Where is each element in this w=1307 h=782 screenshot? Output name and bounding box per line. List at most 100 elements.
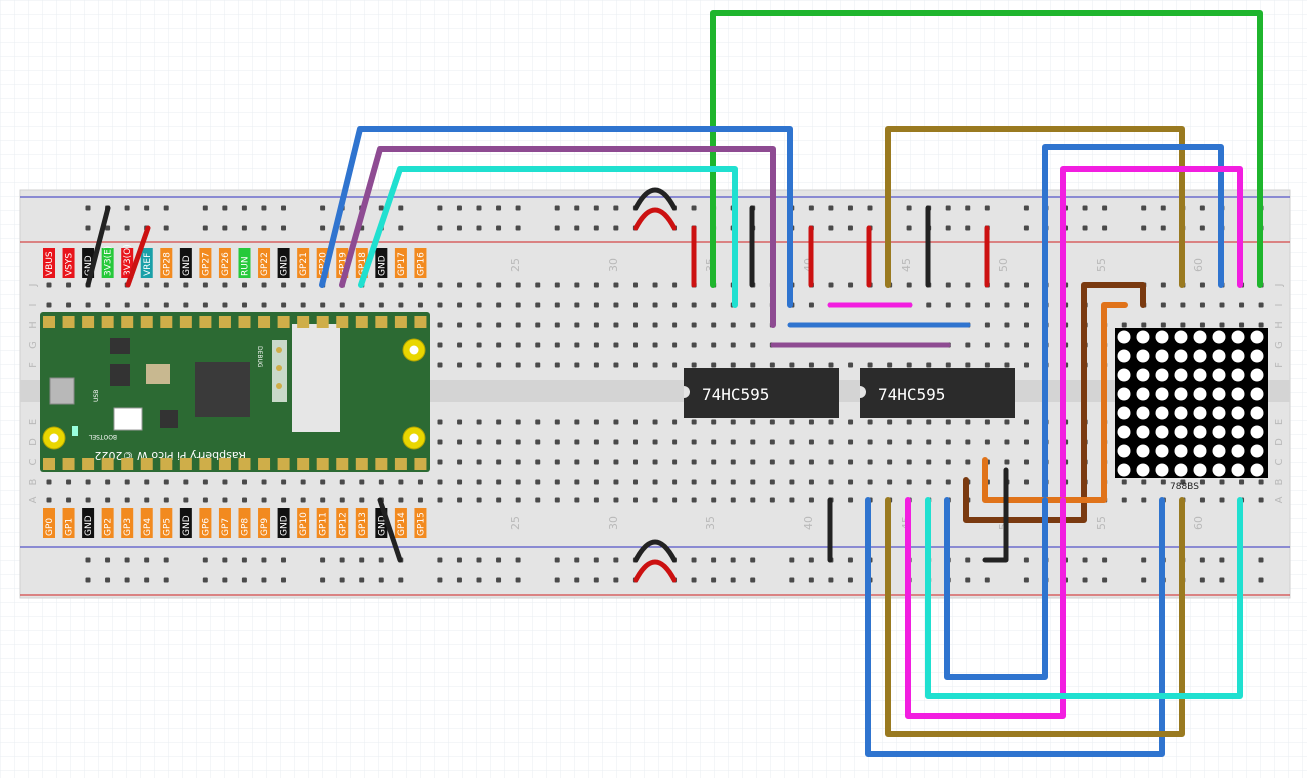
pico-pin-label-bg xyxy=(160,508,173,538)
led-dot xyxy=(1136,330,1150,344)
breadboard-hole xyxy=(789,479,795,485)
rail-hole xyxy=(847,205,853,211)
breadboard-hole xyxy=(1004,282,1010,288)
mount-hole-center xyxy=(49,433,59,443)
rail-hole xyxy=(496,225,502,231)
rail-hole xyxy=(222,205,228,211)
row-label: H xyxy=(28,321,39,329)
rail-hole xyxy=(281,205,286,211)
pico-pin-label-bg xyxy=(140,508,153,538)
breadboard-hole xyxy=(515,479,521,485)
rail-hole xyxy=(339,557,345,563)
pico-pin-pad xyxy=(62,316,75,328)
led-dot xyxy=(1250,406,1264,420)
breadboard-hole xyxy=(613,362,619,368)
breadboard-hole xyxy=(261,282,267,288)
led-dot xyxy=(1193,444,1207,458)
shift-register-1[interactable]: 74HC595 xyxy=(684,368,839,418)
breadboard-hole xyxy=(965,342,971,348)
wire-brown xyxy=(963,282,1146,523)
breadboard-hole xyxy=(1024,282,1029,288)
rail-hole xyxy=(613,205,619,211)
breadboard-hole xyxy=(496,322,502,328)
pico-pin-label-bg xyxy=(258,508,271,538)
led-dot xyxy=(1117,406,1131,420)
breadboard-hole xyxy=(535,479,541,485)
breadboard-hole xyxy=(554,479,560,485)
row-label: J xyxy=(1274,284,1285,288)
rail-hole xyxy=(261,557,267,563)
breadboard-hole xyxy=(535,302,541,308)
pico-pin-label-bg xyxy=(218,248,231,278)
rail-hole xyxy=(1082,205,1088,211)
breadboard-hole xyxy=(691,439,697,445)
breadboard-hole xyxy=(496,362,502,368)
breadboard-hole xyxy=(476,497,482,503)
breadboard-hole xyxy=(867,459,873,465)
breadboard-hole xyxy=(652,479,658,485)
breadboard-hole xyxy=(652,419,658,425)
breadboard-hole xyxy=(652,459,658,465)
rail-hole xyxy=(730,577,736,583)
breadboard-hole xyxy=(1199,322,1205,328)
breadboard-hole xyxy=(887,362,893,368)
breadboard-hole xyxy=(437,419,443,425)
breadboard-hole xyxy=(144,479,150,485)
breadboard-hole xyxy=(1258,322,1264,328)
wire-black xyxy=(633,539,677,563)
rail-hole xyxy=(241,225,247,231)
breadboard-hole xyxy=(457,439,463,445)
column-label: 60 xyxy=(1192,258,1205,272)
rail-hole xyxy=(515,225,521,231)
breadboard-hole xyxy=(672,342,678,348)
breadboard-hole xyxy=(66,497,72,503)
row-label: E xyxy=(1274,419,1285,425)
rail-hole xyxy=(1141,225,1147,231)
breadboard-hole xyxy=(183,282,189,288)
pico-pin-label-bg xyxy=(277,248,290,278)
rail-hole xyxy=(339,225,345,231)
breadboard-hole xyxy=(906,362,912,368)
breadboard-hole xyxy=(574,497,580,503)
pico-pin-label: VSYS xyxy=(65,253,75,276)
breadboard-hole xyxy=(984,322,990,328)
rail-hole xyxy=(1082,577,1088,583)
breadboard-hole xyxy=(730,479,736,485)
row-label: D xyxy=(1274,438,1285,446)
rail-hole xyxy=(574,557,580,563)
breadboard-hole xyxy=(691,322,697,328)
pico-pin-label-bg xyxy=(316,508,329,538)
led-dot xyxy=(1155,463,1169,477)
breadboard-hole xyxy=(437,497,443,503)
led-dot xyxy=(1193,330,1207,344)
column-label: 45 xyxy=(900,258,913,272)
breadboard-hole xyxy=(808,362,814,368)
rail-hole xyxy=(241,557,247,563)
row-label: A xyxy=(28,496,39,503)
breadboard-hole xyxy=(242,497,247,503)
wire-red xyxy=(125,225,151,288)
pico-pin-pad xyxy=(121,458,134,470)
wire-cyan xyxy=(925,497,1243,699)
breadboard-hole xyxy=(144,302,150,308)
led-dot xyxy=(1155,330,1169,344)
led-matrix[interactable]: 788BS xyxy=(1115,328,1268,492)
breadboard-hole xyxy=(750,479,756,485)
led-dot xyxy=(1136,425,1150,439)
breadboard-hole xyxy=(417,479,423,485)
rail-hole xyxy=(124,205,130,211)
breadboard-hole xyxy=(633,459,638,465)
breadboard-hole xyxy=(1121,497,1127,503)
rail-hole xyxy=(85,577,91,583)
led-dot xyxy=(1174,387,1188,401)
shift-register-2[interactable]: 74HC595 xyxy=(860,368,1015,418)
pico-pin-pad xyxy=(140,316,153,328)
bootsel-button[interactable] xyxy=(113,407,143,431)
breadboard-hole xyxy=(85,479,91,485)
breadboard-hole xyxy=(1239,302,1245,308)
breadboard-hole xyxy=(359,479,365,485)
breadboard-hole xyxy=(1160,282,1166,288)
breadboard-hole xyxy=(613,282,619,288)
row-label: C xyxy=(28,458,39,465)
breadboard-hole xyxy=(554,362,560,368)
